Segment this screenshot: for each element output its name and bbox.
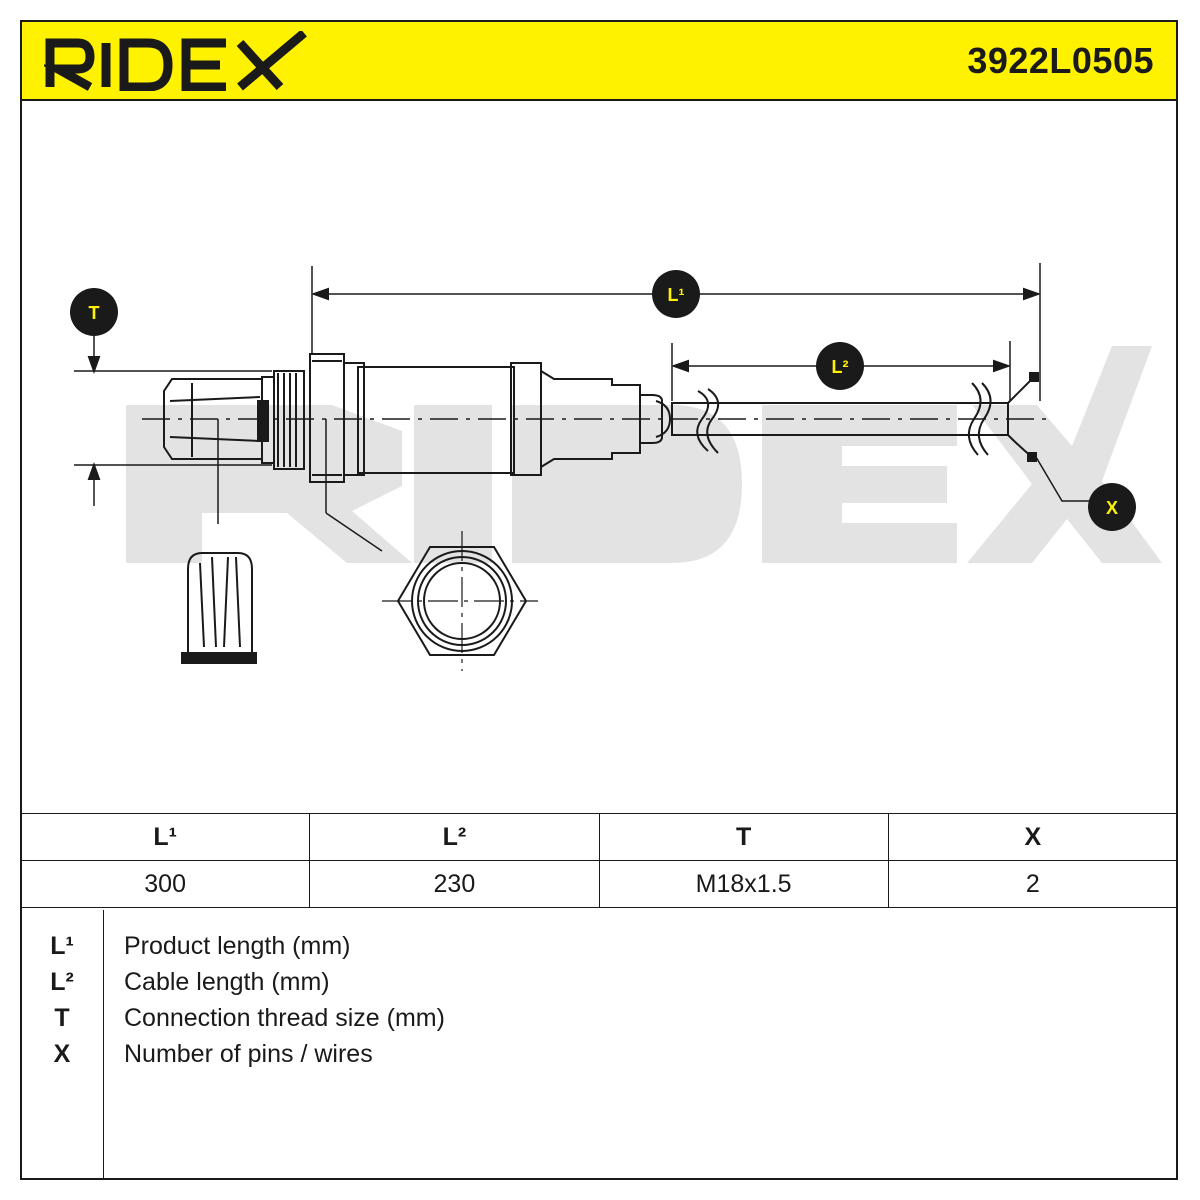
header-bar: 3922L0505: [20, 20, 1178, 101]
spec-value-l2: 230: [309, 860, 600, 908]
legend-item: L² Cable length (mm): [20, 964, 330, 1000]
technical-drawing: T L¹ L² X: [70, 263, 1162, 671]
callout-l1-label: L¹: [668, 285, 685, 305]
legend-symbol: L²: [50, 967, 74, 996]
thread-section: [257, 370, 305, 470]
legend-symbol: L¹: [50, 931, 74, 960]
spec-table-header-row: L¹ L² T X: [19, 813, 1179, 861]
callout-l2-label: L²: [832, 357, 849, 377]
dimension-t: [74, 331, 272, 506]
legend-item: L¹ Product length (mm): [20, 928, 350, 964]
part-number: 3922L0505: [967, 39, 1154, 81]
spec-header-l2: L²: [309, 813, 600, 861]
callout-x-label: X: [1106, 498, 1118, 518]
callout-l1: L¹: [652, 270, 700, 318]
legend-description: Connection thread size (mm): [124, 1003, 445, 1032]
callout-l2: L²: [816, 342, 864, 390]
spec-table: L¹ L² T X 300 230 M18x1.5 2: [19, 813, 1179, 908]
legend-description: Number of pins / wires: [124, 1039, 373, 1068]
spec-value-l1: 300: [19, 860, 311, 908]
spec-header-t: T: [598, 813, 889, 861]
watermark-logo: [126, 346, 1162, 563]
ridex-logo-icon: [44, 30, 307, 91]
legend-divider: [103, 910, 104, 1180]
legend: L¹ Product length (mm) L² Cable length (…: [20, 910, 1178, 1180]
spec-header-x: X: [887, 813, 1179, 861]
legend-symbol: T: [54, 1003, 70, 1032]
legend-symbol: X: [53, 1039, 71, 1068]
protective-cap: [181, 552, 257, 664]
legend-description: Product length (mm): [124, 931, 351, 960]
legend-item: T Connection thread size (mm): [20, 1000, 445, 1036]
spec-header-l1: L¹: [19, 813, 311, 861]
brand-logo: [44, 22, 314, 99]
legend-item: X Number of pins / wires: [20, 1036, 373, 1072]
spec-value-t: M18x1.5: [598, 860, 889, 908]
sheet-frame: [20, 20, 1178, 1180]
callout-x: X: [1088, 483, 1136, 531]
spec-value-x: 2: [887, 860, 1179, 908]
spec-table-value-row: 300 230 M18x1.5 2: [19, 860, 1179, 908]
callout-t: T: [70, 288, 118, 336]
legend-description: Cable length (mm): [124, 967, 330, 996]
callout-t-label: T: [89, 303, 100, 323]
hex-nut-view: [382, 531, 538, 671]
